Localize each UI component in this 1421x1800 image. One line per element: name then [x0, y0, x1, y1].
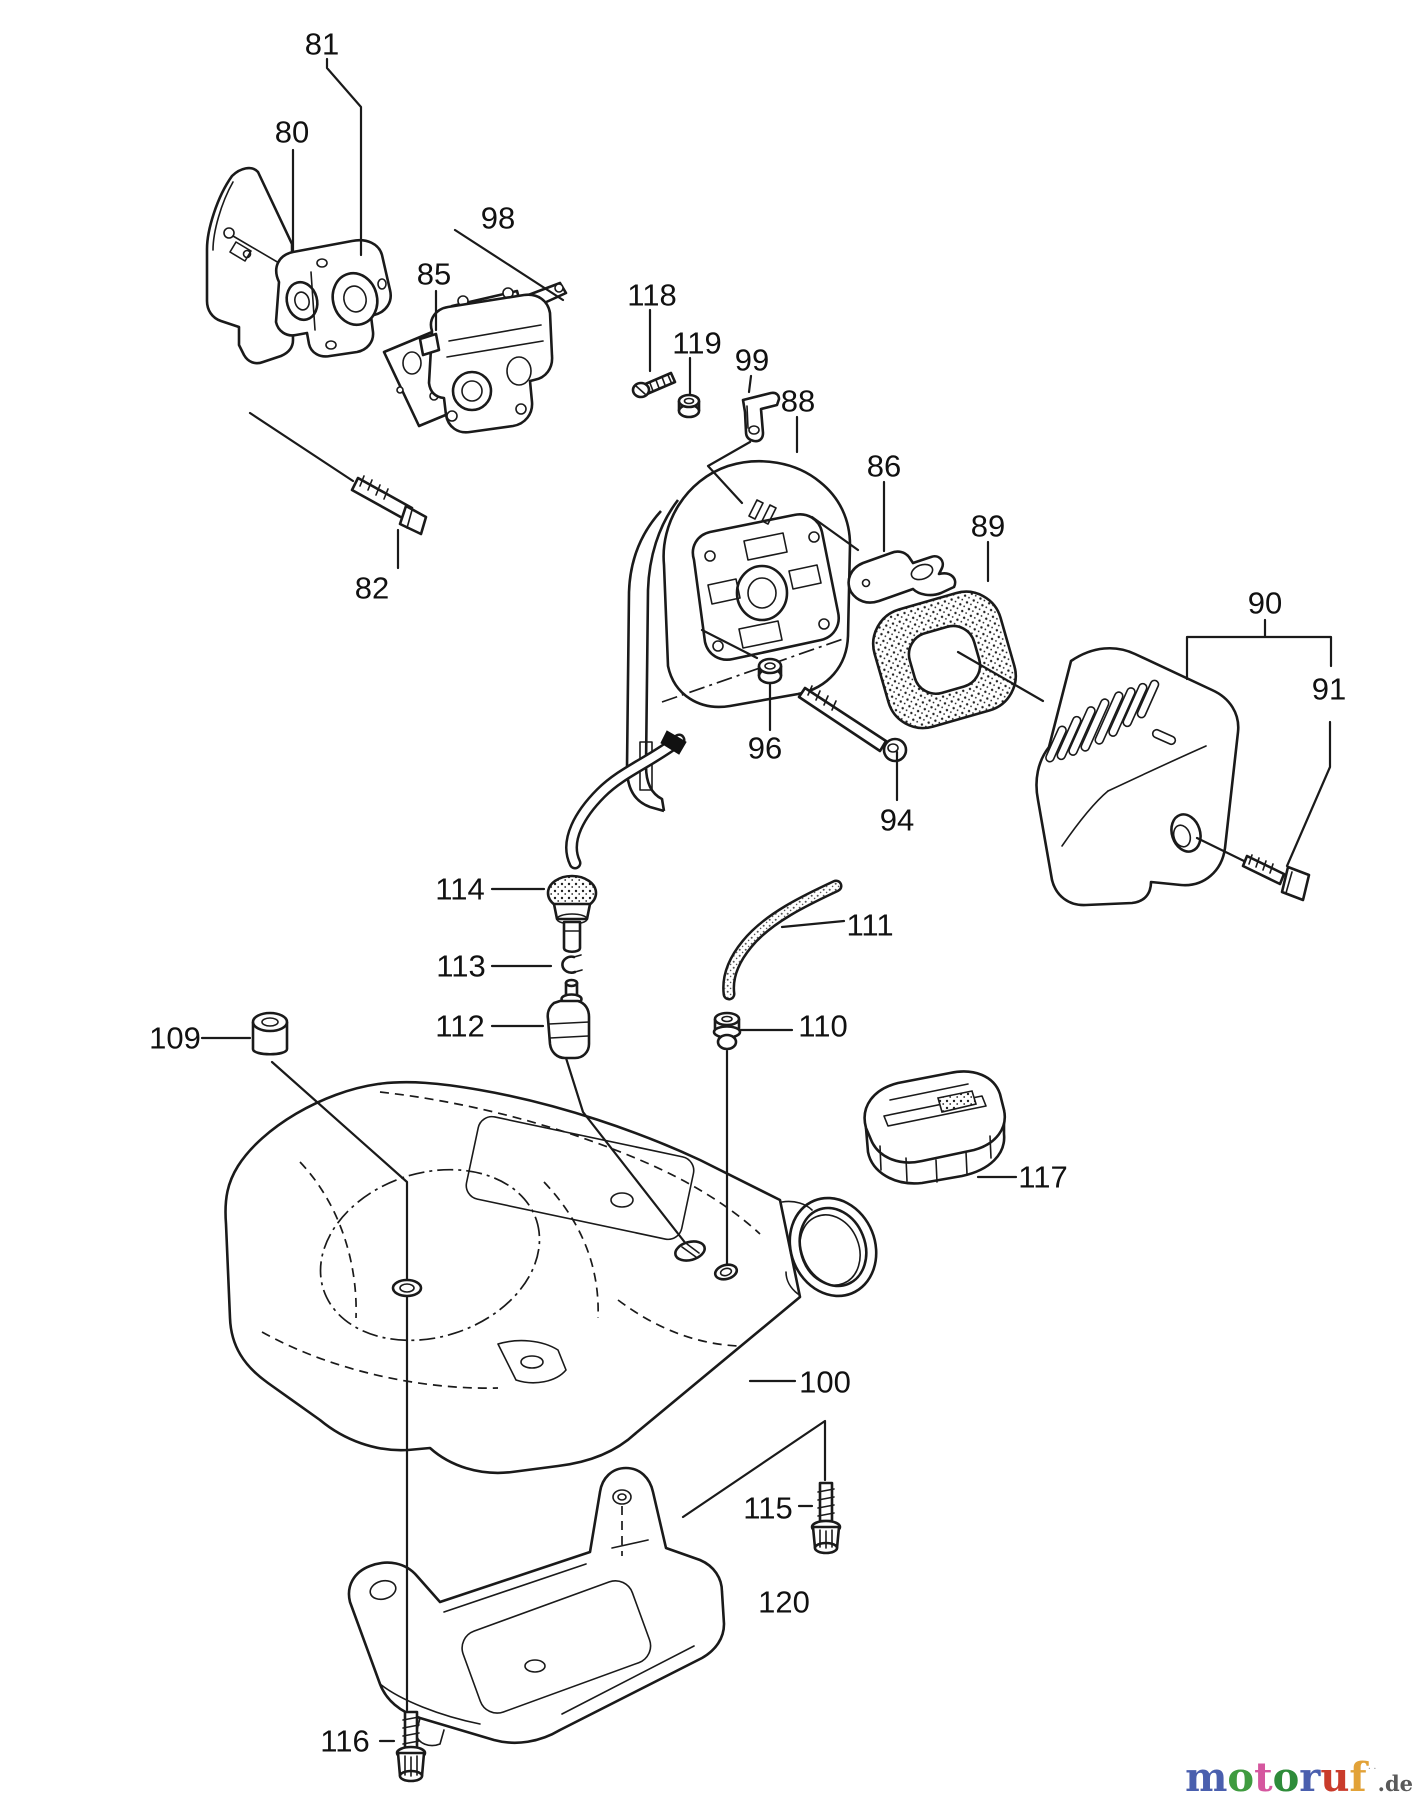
logo-letter-o: o [1272, 1754, 1300, 1800]
callout-99: 99 [735, 343, 769, 378]
callout-100: 100 [799, 1365, 851, 1400]
callout-109: 109 [149, 1021, 201, 1056]
callout-89: 89 [971, 509, 1005, 544]
callout-117: 117 [1018, 1160, 1067, 1195]
callout-110: 110 [798, 1009, 847, 1044]
callout-90: 90 [1248, 586, 1282, 621]
callout-96: 96 [748, 731, 782, 766]
part-fuel-filter-112 [546, 978, 591, 1060]
callout-112: 112 [435, 1009, 484, 1044]
part-choke-86 [847, 550, 957, 604]
logo-letter-u: u [1320, 1754, 1350, 1800]
callout-80: 80 [275, 115, 309, 150]
logo-letter-t: t [1254, 1754, 1273, 1800]
callout-98: 98 [481, 201, 515, 236]
part-carburetor-98 [418, 281, 568, 434]
callout-111: 111 [846, 908, 893, 943]
part-foam-element-89 [871, 590, 1018, 730]
callout-120: 120 [758, 1585, 810, 1620]
part-bracket-120 [347, 1466, 726, 1747]
motoruf-tld: .de [1377, 1771, 1413, 1796]
leader-lines [200, 57, 1333, 1743]
part-fuel-tank-100 [224, 1080, 878, 1475]
part-air-cleaner-cover-90 [1035, 646, 1240, 907]
tank-mount-holes [391, 1240, 739, 1298]
part-fuel-cap-117 [863, 1070, 1007, 1185]
motoruf-wordmark: motoruf [1185, 1754, 1367, 1800]
part-nut-119 [677, 393, 701, 419]
trademark-mark: ˙˙ [1366, 1766, 1378, 1780]
callout-114: 114 [435, 872, 484, 907]
part-screw-91 [1241, 854, 1311, 902]
part-screw-116 [395, 1710, 427, 1783]
part-nut-96 [757, 657, 783, 685]
part-clip-113 [561, 954, 583, 974]
callout-94: 94 [880, 803, 914, 838]
fuel-hose [565, 730, 687, 870]
callout-113: 113 [436, 949, 485, 984]
callout-115: 115 [743, 1491, 792, 1526]
logo-letter-m: m [1185, 1754, 1228, 1800]
part-grommet-114 [546, 874, 598, 954]
part-gasket-80 [205, 166, 295, 365]
callout-82: 82 [355, 571, 389, 606]
callout-labels: 81 80 98 85 118 119 99 88 86 89 90 91 82 96 94 114 111 11… [149, 27, 1346, 1759]
callout-116: 116 [320, 1724, 369, 1759]
part-bolt-94 [797, 685, 908, 763]
callout-88: 88 [781, 384, 815, 419]
logo-letter-o: o [1227, 1754, 1255, 1800]
part-air-filter-housing-88 [625, 460, 852, 813]
logo-letter-f: f [1349, 1754, 1367, 1800]
callout-81: 81 [305, 27, 339, 62]
part-holder-99 [741, 391, 781, 443]
callout-91: 91 [1312, 672, 1346, 707]
part-grommet-110 [712, 1011, 742, 1051]
callout-86: 86 [867, 449, 901, 484]
part-insulator-81 [274, 238, 392, 358]
part-bolt-82 [350, 475, 428, 536]
parts-layer [205, 166, 1311, 1783]
logo-letter-r: r [1299, 1754, 1321, 1800]
callout-119: 119 [672, 326, 721, 361]
callout-118: 118 [627, 278, 676, 313]
part-grommet-109 [251, 1011, 289, 1056]
part-screw-118 [631, 371, 677, 399]
motoruf-logo[interactable]: motoruf˙˙.de [1185, 1758, 1413, 1798]
cover-vent-slots [1045, 679, 1177, 763]
callout-85: 85 [417, 257, 451, 292]
part-screw-115 [810, 1481, 842, 1555]
part-hose-111 [722, 879, 843, 1001]
